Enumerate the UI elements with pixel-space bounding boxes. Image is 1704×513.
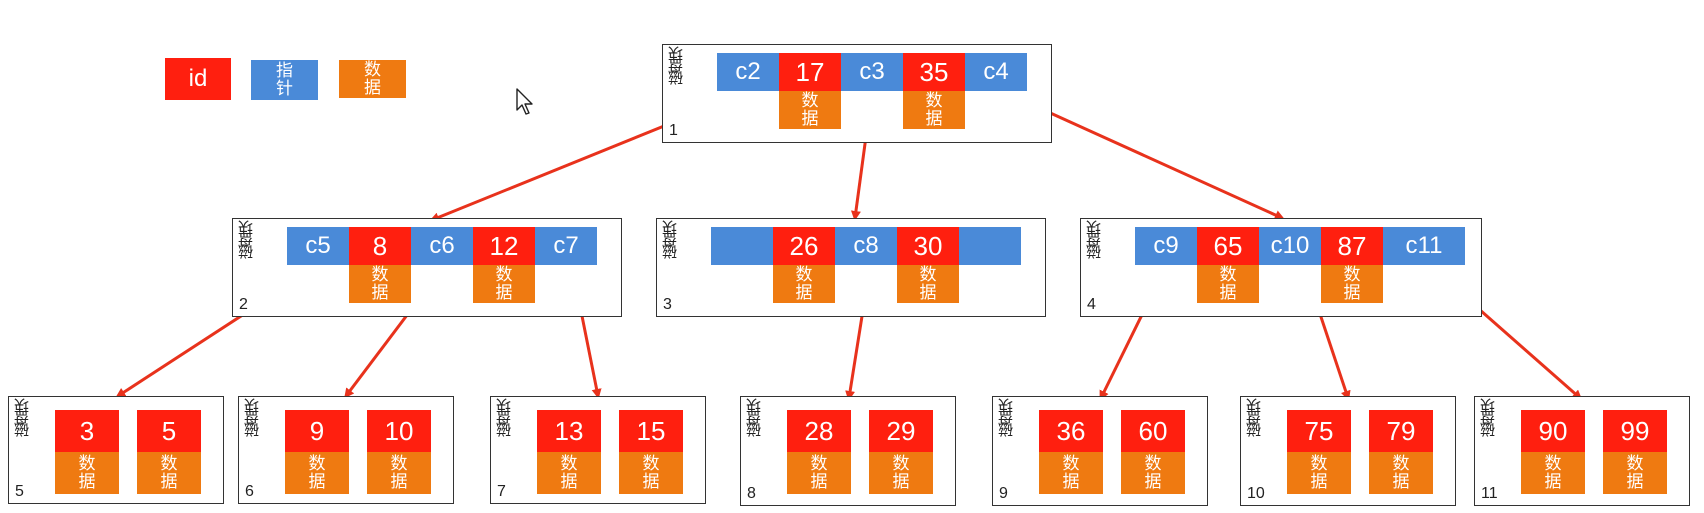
data-cell: 数据 xyxy=(473,265,535,303)
pointer-empty xyxy=(959,227,1021,265)
key-10: 10 xyxy=(367,410,431,452)
disk-block-2: 磁盘块 2 c5 8 c6 12 c7 数据 数据 xyxy=(232,218,622,317)
data-cell: 数据 xyxy=(773,265,835,303)
key-28: 28 xyxy=(787,410,851,452)
data-cell: 数据 xyxy=(1521,452,1585,494)
disk-block-3: 磁盘块 3 26 c8 30 数据 数据 xyxy=(656,218,1046,317)
block-label: 磁盘块 xyxy=(746,401,763,437)
data-cell: 数据 xyxy=(1321,265,1383,303)
data-cell: 数据 xyxy=(787,452,851,494)
block-label: 磁盘块 xyxy=(1480,401,1497,437)
block-label: 磁盘块 xyxy=(668,49,685,85)
disk-block-8: 磁盘块 8 28 29 数据 数据 xyxy=(740,396,956,506)
data-cell: 数据 xyxy=(349,265,411,303)
block-label: 磁盘块 xyxy=(662,223,679,259)
legend-pointer: 指针 xyxy=(251,60,318,100)
block-label: 磁盘块 xyxy=(244,401,261,437)
key-36: 36 xyxy=(1039,410,1103,452)
key-30: 30 xyxy=(897,227,959,265)
key-35: 35 xyxy=(903,53,965,91)
block-number: 8 xyxy=(747,485,756,502)
key-99: 99 xyxy=(1603,410,1667,452)
block-label: 磁盘块 xyxy=(1246,401,1263,437)
block-number: 3 xyxy=(663,296,672,313)
key-8: 8 xyxy=(349,227,411,265)
disk-block-6: 磁盘块 6 9 10 数据 数据 xyxy=(238,396,454,504)
legend-data: 数据 xyxy=(339,60,406,98)
data-cell: 数据 xyxy=(1603,452,1667,494)
data-cell: 数据 xyxy=(903,91,965,129)
block-label: 磁盘块 xyxy=(14,401,31,437)
data-cell: 数据 xyxy=(1121,452,1185,494)
key-26: 26 xyxy=(773,227,835,265)
pointer-c5: c5 xyxy=(287,227,349,265)
key-17: 17 xyxy=(779,53,841,91)
disk-block-10: 磁盘块 10 75 79 数据 数据 xyxy=(1240,396,1456,506)
pointer-c2: c2 xyxy=(717,53,779,91)
key-75: 75 xyxy=(1287,410,1351,452)
data-cell: 数据 xyxy=(137,452,201,494)
block-label: 磁盘块 xyxy=(1086,223,1103,259)
disk-block-9: 磁盘块 9 36 60 数据 数据 xyxy=(992,396,1208,506)
block-number: 4 xyxy=(1087,296,1096,313)
key-79: 79 xyxy=(1369,410,1433,452)
pointer-c7: c7 xyxy=(535,227,597,265)
block-number: 9 xyxy=(999,485,1008,502)
key-9: 9 xyxy=(285,410,349,452)
data-cell: 数据 xyxy=(869,452,933,494)
pointer-empty xyxy=(711,227,773,265)
block-number: 7 xyxy=(497,483,506,500)
data-cell: 数据 xyxy=(537,452,601,494)
block-number: 5 xyxy=(15,483,24,500)
block-number: 11 xyxy=(1481,485,1498,502)
disk-block-1: 磁盘块 1 c2 17 c3 35 c4 数据 数据 xyxy=(662,44,1052,143)
pointer-c3: c3 xyxy=(841,53,903,91)
key-13: 13 xyxy=(537,410,601,452)
disk-block-7: 磁盘块 7 13 15 数据 数据 xyxy=(490,396,706,504)
data-cell: 数据 xyxy=(55,452,119,494)
block-number: 6 xyxy=(245,483,254,500)
data-cell: 数据 xyxy=(1369,452,1433,494)
key-12: 12 xyxy=(473,227,535,265)
disk-block-4: 磁盘块 4 c9 65 c10 87 c11 数据 数据 xyxy=(1080,218,1482,317)
key-60: 60 xyxy=(1121,410,1185,452)
legend-id: id xyxy=(165,58,231,100)
pointer-c9: c9 xyxy=(1135,227,1197,265)
pointer-c10: c10 xyxy=(1259,227,1321,265)
data-cell: 数据 xyxy=(367,452,431,494)
key-3: 3 xyxy=(55,410,119,452)
data-cell: 数据 xyxy=(779,91,841,129)
data-cell: 数据 xyxy=(897,265,959,303)
disk-block-11: 磁盘块 11 90 99 数据 数据 xyxy=(1474,396,1690,506)
block-number: 2 xyxy=(239,296,248,313)
mouse-cursor-icon xyxy=(516,88,533,115)
pointer-c8: c8 xyxy=(835,227,897,265)
data-cell: 数据 xyxy=(1287,452,1351,494)
block-number: 1 xyxy=(669,122,678,139)
data-cell: 数据 xyxy=(1039,452,1103,494)
key-5: 5 xyxy=(137,410,201,452)
block-label: 磁盘块 xyxy=(496,401,513,437)
key-90: 90 xyxy=(1521,410,1585,452)
disk-block-5: 磁盘块 5 3 5 数据 数据 xyxy=(8,396,224,504)
data-cell: 数据 xyxy=(1197,265,1259,303)
data-cell: 数据 xyxy=(619,452,683,494)
pointer-c11: c11 xyxy=(1383,227,1465,265)
block-label: 磁盘块 xyxy=(998,401,1015,437)
block-number: 10 xyxy=(1247,485,1265,502)
data-cell: 数据 xyxy=(285,452,349,494)
pointer-c4: c4 xyxy=(965,53,1027,91)
block-label: 磁盘块 xyxy=(238,223,255,259)
key-29: 29 xyxy=(869,410,933,452)
pointer-c6: c6 xyxy=(411,227,473,265)
key-15: 15 xyxy=(619,410,683,452)
key-65: 65 xyxy=(1197,227,1259,265)
key-87: 87 xyxy=(1321,227,1383,265)
